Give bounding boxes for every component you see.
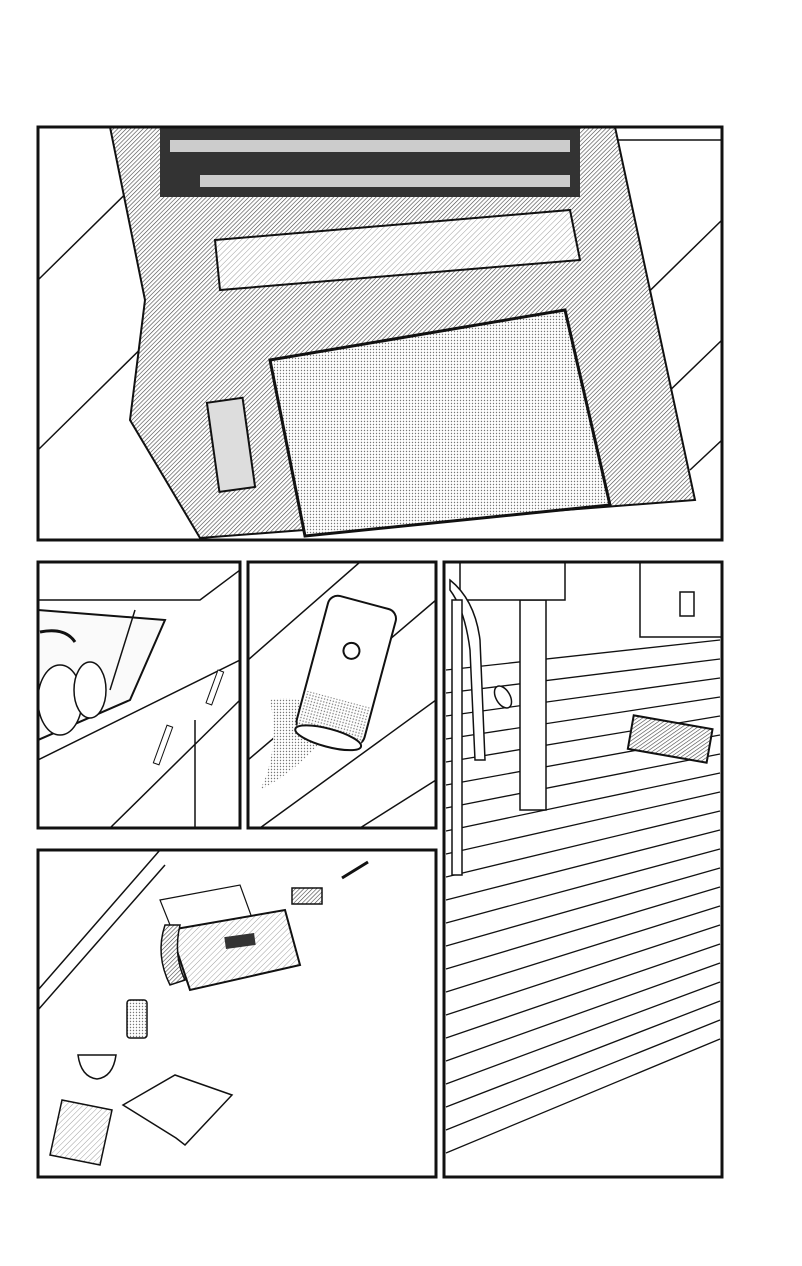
handset xyxy=(160,924,187,986)
panel-floor xyxy=(444,562,722,1177)
cup xyxy=(77,1054,117,1080)
floor-plank-line xyxy=(445,1038,721,1154)
open-book xyxy=(121,1074,234,1147)
table-leg xyxy=(519,599,547,811)
floor-plank-line xyxy=(445,943,721,1039)
chair-leg xyxy=(451,599,463,876)
faucet xyxy=(39,629,77,643)
can xyxy=(294,594,397,752)
floor-plank-line xyxy=(445,867,721,947)
pencil xyxy=(341,860,369,880)
floor-plank-line xyxy=(445,658,721,694)
fax-machine xyxy=(160,908,302,992)
tape-cassette xyxy=(291,887,323,905)
panel-laptop xyxy=(38,127,722,540)
floor-plank-line xyxy=(445,677,721,717)
plate xyxy=(73,661,107,719)
floor-plank-line xyxy=(445,639,721,671)
floor-plank-line xyxy=(445,905,721,993)
floor-plank-line xyxy=(445,772,721,832)
keyboard xyxy=(160,127,580,197)
floor-plank-line xyxy=(445,848,721,924)
cabinet-handle xyxy=(205,669,225,706)
floor-plank-line xyxy=(445,962,721,1062)
panel-can xyxy=(248,562,436,828)
hinge xyxy=(213,208,582,292)
floor-plank-line xyxy=(445,1019,721,1131)
screen xyxy=(268,308,612,538)
soda-can xyxy=(126,999,148,1039)
disk-slot xyxy=(205,396,257,494)
panel-fax xyxy=(38,850,436,1177)
cabinet-handle xyxy=(152,724,174,766)
panel-sink xyxy=(38,562,240,828)
floor-plank-line xyxy=(445,886,721,970)
floor-plank-line xyxy=(445,753,721,809)
floor-plank-line xyxy=(445,924,721,1016)
floor-plank-line xyxy=(445,696,721,740)
wall-outlet xyxy=(679,591,695,617)
floor-plank-line xyxy=(445,1000,721,1108)
floor-plank-line xyxy=(445,791,721,855)
floor-planks xyxy=(445,639,721,1154)
floor-plank-line xyxy=(445,981,721,1085)
small-can xyxy=(493,685,513,709)
table-top xyxy=(459,562,566,601)
closed-book xyxy=(49,1099,113,1166)
floor-plank-line xyxy=(445,829,721,901)
floor-plank-line xyxy=(445,810,721,878)
cassette-box xyxy=(626,714,714,764)
